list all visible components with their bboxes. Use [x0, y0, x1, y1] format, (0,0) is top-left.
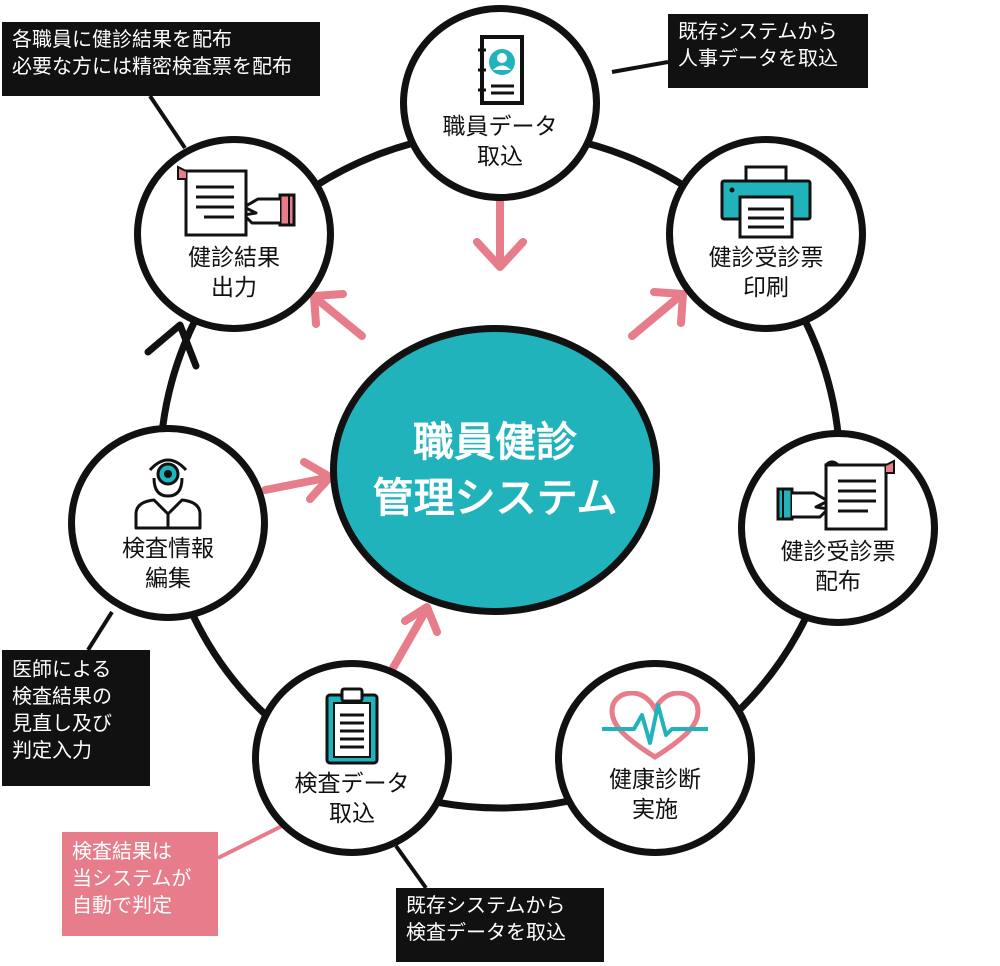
node-label: 職員データ 取込	[442, 114, 558, 170]
node-label: 健診受診票 印刷	[708, 245, 824, 301]
note-bottom-left: 検査結果は 当システムが 自動で判定	[62, 832, 218, 936]
pointer-top-left	[148, 94, 187, 150]
clipboard-icon	[325, 687, 379, 765]
node-import-staff: 職員データ 取込	[400, 5, 600, 201]
hand-giving-document-icon	[776, 459, 895, 531]
cycle-arrowhead	[144, 321, 200, 370]
pointer-left	[86, 610, 114, 652]
node-perform-checkup: 健康診断 実施	[555, 660, 755, 856]
note-bottom: 既存システムから 検査データを取込	[396, 888, 604, 962]
node-print-ticket: 健診受診票 印刷	[666, 136, 866, 332]
arrow-center-to-print	[628, 288, 687, 340]
pointer-top-right	[611, 60, 669, 74]
pointer-bottom	[394, 844, 428, 890]
node-label: 検査情報 編集	[122, 536, 214, 592]
node-import-exam: 検査データ 取込	[252, 660, 452, 856]
center-title: 職員健診 管理システム	[372, 418, 618, 522]
pointer-bottom-left	[217, 824, 283, 860]
node-label: 健康診断 実施	[609, 767, 701, 823]
doctor-icon	[134, 458, 202, 530]
hand-giving-document-icon	[177, 165, 296, 237]
node-label: 健診受診票 配布	[780, 539, 896, 595]
arrow-staff-to-center	[473, 196, 527, 271]
node-label: 健診結果 出力	[188, 245, 280, 301]
heart-pulse-icon	[602, 691, 708, 760]
note-top-right: 既存システムから 人事データを取込	[668, 14, 868, 88]
node-output-result: 健診結果 出力	[134, 136, 334, 332]
note-top-left: 各職員に健診結果を配布 必要な方には精密検査票を配布	[2, 22, 320, 96]
node-label: 検査データ 取込	[294, 771, 410, 827]
center-system: 職員健診 管理システム	[330, 325, 660, 615]
arrow-edit-to-center	[261, 458, 334, 503]
arrow-import-to-center	[389, 603, 441, 672]
address-book-icon	[478, 35, 524, 105]
note-left: 医師による 検査結果の 見直し及び 判定入力	[2, 650, 150, 786]
arrow-center-to-result	[310, 290, 366, 340]
node-edit-exam: 検査情報 編集	[68, 425, 268, 621]
printer-icon	[720, 165, 812, 239]
node-distribute-ticket: 健診受診票 配布	[738, 430, 938, 626]
